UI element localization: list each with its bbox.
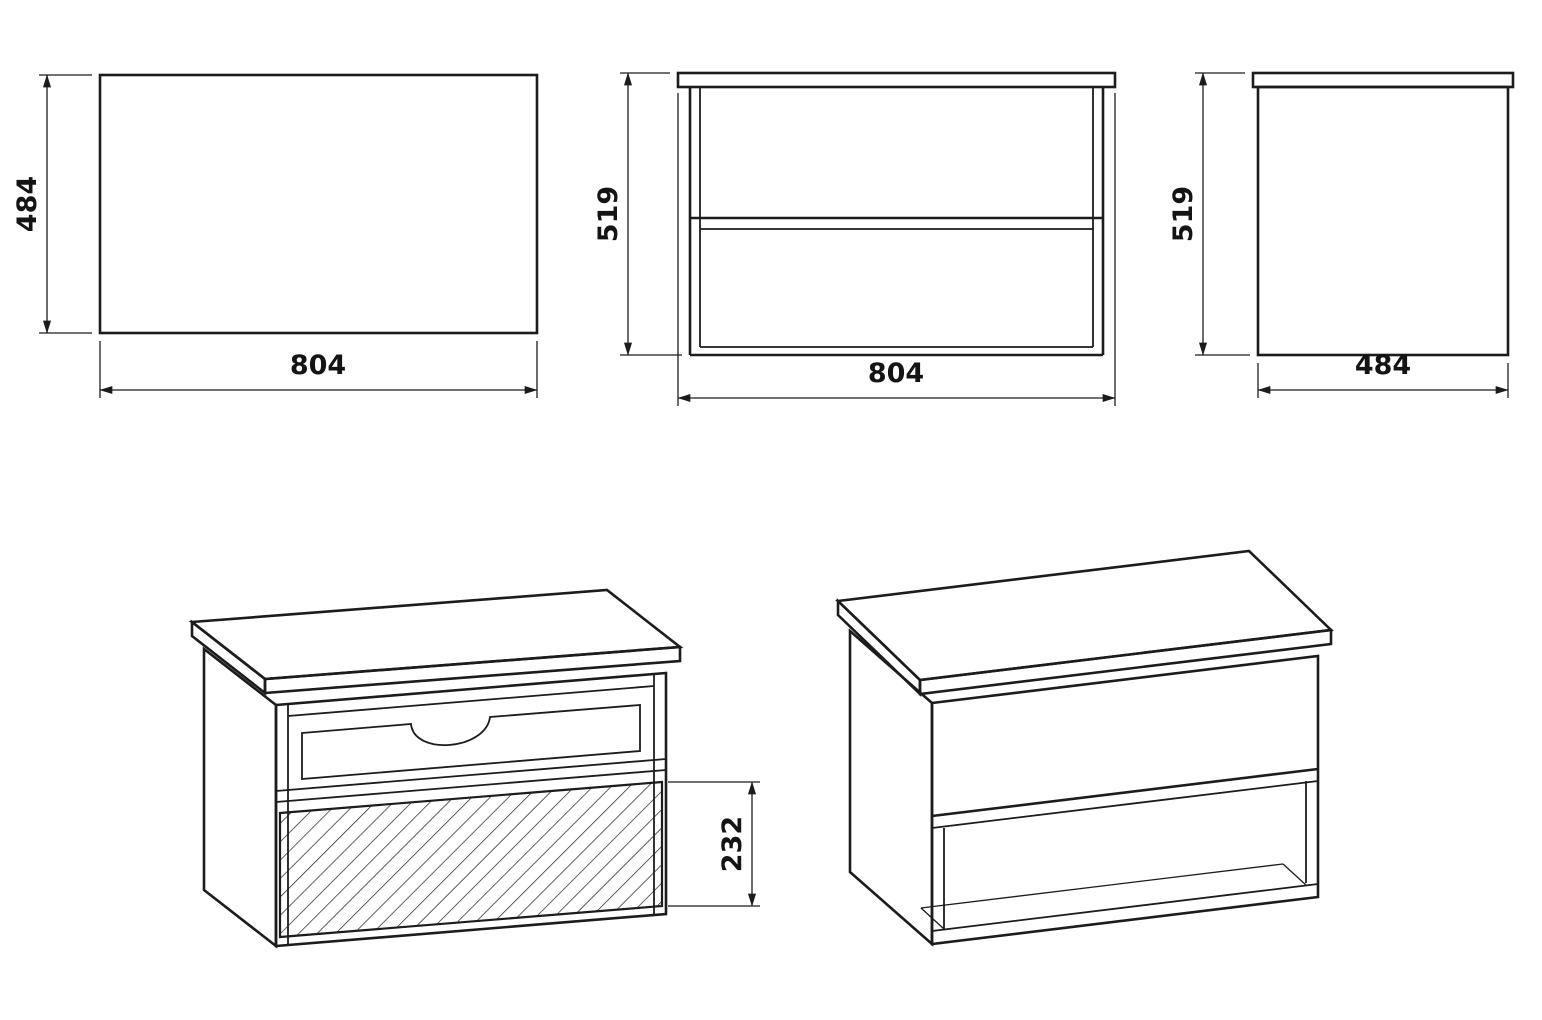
top-view: 484 804 — [12, 73, 539, 398]
front-view: 519 804 — [593, 71, 1117, 406]
top-view-width-label: 804 — [290, 350, 346, 381]
side-view-height-dimension: 519 — [1168, 72, 1250, 356]
iso2-front-face — [930, 654, 1320, 946]
front-view-width-label: 804 — [868, 358, 924, 389]
iso1-mid-rail-outer — [275, 758, 667, 792]
iso1-top-panel-front — [263, 645, 682, 695]
iso1-front-face — [274, 671, 668, 948]
side-view-height-label: 519 — [1168, 186, 1199, 242]
side-view: 519 484 — [1168, 71, 1515, 398]
iso2-shelf-floor-right-edge — [1282, 863, 1307, 886]
top-view-height-label: 484 — [12, 176, 43, 232]
side-view-width-dimension: 484 — [1257, 350, 1509, 398]
front-view-height-dimension: 519 — [593, 72, 682, 356]
drawer-front-height-label: 232 — [717, 816, 748, 872]
front-view-width-dimension: 804 — [677, 93, 1116, 406]
iso1-drawer-box-grip-cutout — [301, 704, 641, 780]
iso1-top-panel-left — [190, 619, 267, 696]
side-view-body — [1256, 85, 1510, 357]
iso2-mid-rail-inner — [931, 780, 1319, 829]
side-view-width-label: 484 — [1355, 350, 1411, 381]
iso2-shelf-floor-left-edge — [920, 907, 945, 930]
iso2-shelf-floor-back-edge — [920, 863, 1284, 909]
iso1-top-rail-inner — [287, 685, 655, 717]
iso2-mid-rail-outer — [931, 767, 1319, 818]
iso2-bottom-frame-inner — [931, 883, 1319, 932]
top-view-width-dimension: 804 — [99, 341, 538, 398]
front-view-top-panel — [676, 71, 1117, 89]
iso1-mid-rail-inner — [275, 769, 667, 803]
top-view-outline — [98, 73, 539, 335]
side-view-top-panel — [1251, 71, 1515, 89]
iso1-drawer-front-hatched — [278, 780, 664, 939]
top-view-height-dimension: 484 — [12, 74, 92, 334]
iso-view-drawer-open: 232 — [188, 588, 760, 949]
iso-view-open-shelf — [835, 549, 1334, 947]
drawer-front-height-dimension: 232 — [668, 781, 760, 907]
front-view-height-label: 519 — [593, 186, 624, 242]
